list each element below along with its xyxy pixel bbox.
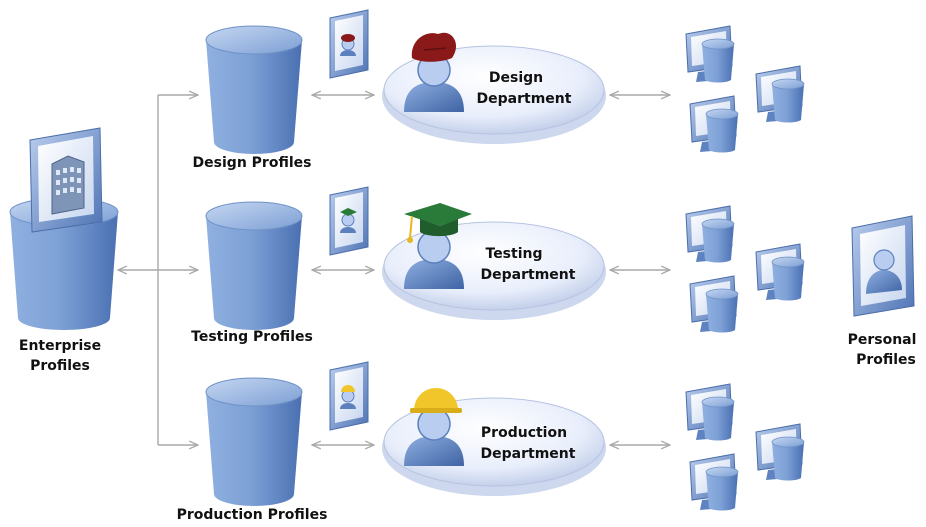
workstation-icon bbox=[755, 243, 805, 302]
workstation-icon bbox=[755, 65, 805, 124]
workstation-icon bbox=[685, 25, 735, 84]
workstation-icon bbox=[689, 95, 739, 154]
design-profiles-label: Design Profiles bbox=[193, 155, 312, 171]
personal-profile-picture-icon bbox=[851, 215, 915, 317]
personal-label-line1: Personal bbox=[848, 332, 917, 348]
workstation-icon bbox=[685, 383, 735, 442]
production-workstations-group bbox=[685, 383, 805, 512]
testing-profiles-database-icon bbox=[205, 201, 303, 331]
production-department-line1: Production bbox=[481, 425, 567, 441]
worker-person-icon bbox=[403, 388, 465, 467]
testing-profile-picture-icon bbox=[329, 186, 369, 256]
design-profiles-database-icon bbox=[205, 25, 303, 155]
production-profile-picture-icon bbox=[329, 361, 369, 431]
building-picture-icon bbox=[29, 127, 103, 233]
production-profiles-database-icon bbox=[205, 377, 303, 507]
production-department-node: Production Department bbox=[382, 388, 606, 496]
design-profile-picture-icon bbox=[329, 9, 369, 79]
workstation-icon bbox=[689, 453, 739, 512]
tester-person-icon bbox=[403, 203, 472, 290]
testing-profiles-label: Testing Profiles bbox=[191, 329, 313, 345]
enterprise-label-line2: Profiles bbox=[30, 358, 90, 374]
production-profiles-label: Production Profiles bbox=[177, 507, 328, 523]
beret-icon bbox=[411, 32, 457, 62]
connector-lines bbox=[118, 95, 670, 445]
testing-workstations-group bbox=[685, 205, 805, 334]
graduation-cap-icon bbox=[404, 203, 472, 226]
workstation-icon bbox=[689, 275, 739, 334]
testing-department-node: Testing Department bbox=[382, 203, 606, 320]
designer-person-icon bbox=[403, 32, 465, 113]
design-department-line1: Design bbox=[489, 70, 543, 86]
workstation-icon bbox=[685, 205, 735, 264]
testing-department-line1: Testing bbox=[486, 246, 543, 262]
design-department-node: Design Department bbox=[382, 32, 606, 144]
personal-profiles-node: Personal Profiles bbox=[848, 215, 917, 368]
production-profiles-node: Production Profiles bbox=[177, 377, 328, 523]
workstation-icon bbox=[755, 423, 805, 482]
personal-label-line2: Profiles bbox=[856, 352, 916, 368]
hard-hat-icon bbox=[414, 388, 458, 410]
design-profiles-node: Design Profiles bbox=[193, 25, 312, 171]
testing-department-line2: Department bbox=[481, 267, 576, 283]
production-department-line2: Department bbox=[481, 446, 576, 462]
design-workstations-group bbox=[685, 25, 805, 154]
design-department-line2: Department bbox=[477, 91, 572, 107]
enterprise-label-line1: Enterprise bbox=[19, 338, 101, 354]
testing-profiles-node: Testing Profiles bbox=[191, 201, 313, 345]
enterprise-profiles-node: Enterprise Profiles bbox=[9, 127, 119, 374]
